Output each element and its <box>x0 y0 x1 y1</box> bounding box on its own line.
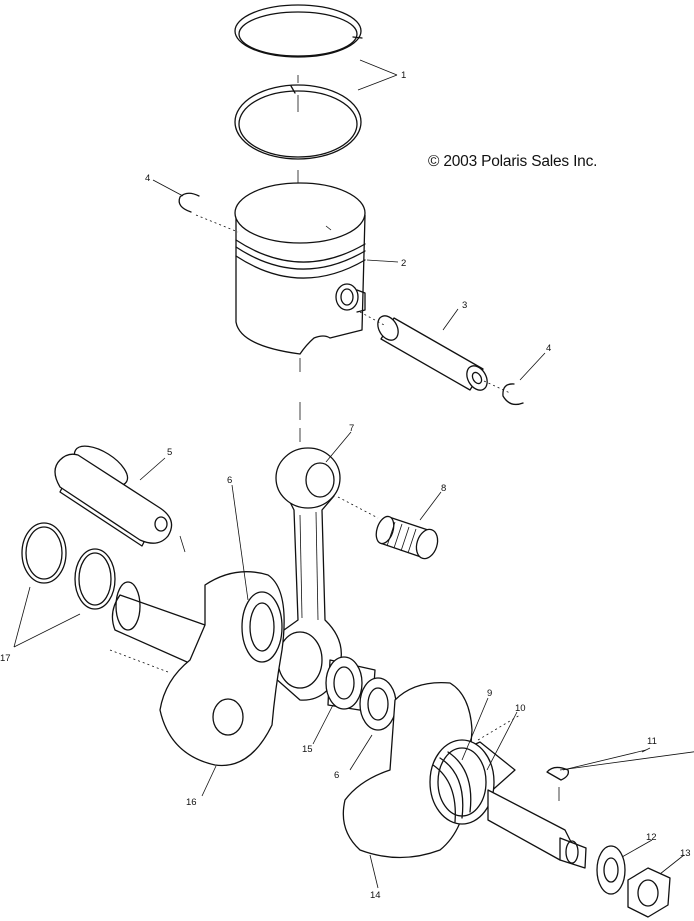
crankshaft-right <box>342 681 587 869</box>
copyright-notice: © 2003 Polaris Sales Inc. <box>428 153 598 170</box>
crankshaft-left <box>111 571 285 767</box>
crank-pin <box>54 445 173 547</box>
leader-lines <box>13 59 694 889</box>
callout-2: 2 <box>401 258 406 269</box>
callouts: 1 2 3 4 4 5 6 6 7 8 9 10 11 12 13 14 15 … <box>0 70 691 901</box>
clip-axis-line <box>195 214 239 233</box>
callout-7: 7 <box>349 423 354 434</box>
callout-8: 8 <box>441 483 446 494</box>
washer <box>596 845 626 895</box>
center-bearing <box>325 656 397 731</box>
seal-ring-1 <box>21 522 67 584</box>
nut <box>627 867 671 918</box>
connecting-rod <box>265 447 342 701</box>
bearing-axis-line <box>337 496 379 519</box>
callout-4-left: 4 <box>145 173 150 184</box>
crank-pin-axis <box>179 535 186 553</box>
callout-11: 11 <box>647 736 657 747</box>
seal-ring-2 <box>74 548 116 610</box>
callout-10: 10 <box>515 703 526 714</box>
callout-6-lower: 6 <box>334 770 339 781</box>
piston-pin <box>377 315 488 391</box>
callout-5: 5 <box>167 447 172 458</box>
callout-9: 9 <box>487 688 492 699</box>
callout-1: 1 <box>401 70 406 81</box>
callout-12: 12 <box>646 832 657 843</box>
needle-bearing <box>375 515 439 560</box>
callout-15: 15 <box>302 744 313 755</box>
circlip-left <box>178 192 200 213</box>
piston-ring-lower <box>234 84 362 160</box>
callout-17: 17 <box>0 653 11 664</box>
piston <box>234 182 366 355</box>
piston-ring-upper <box>234 4 363 58</box>
woodruff-key <box>546 766 569 781</box>
callout-4-right: 4 <box>546 343 551 354</box>
callout-3: 3 <box>462 300 467 311</box>
pin-axis-line-2 <box>483 380 511 394</box>
crank-axis-left <box>109 649 169 673</box>
circlip-right <box>502 383 524 406</box>
callout-13: 13 <box>680 848 691 859</box>
callout-14: 14 <box>370 890 381 901</box>
callout-16: 16 <box>186 797 197 808</box>
callout-6-upper: 6 <box>227 475 232 486</box>
